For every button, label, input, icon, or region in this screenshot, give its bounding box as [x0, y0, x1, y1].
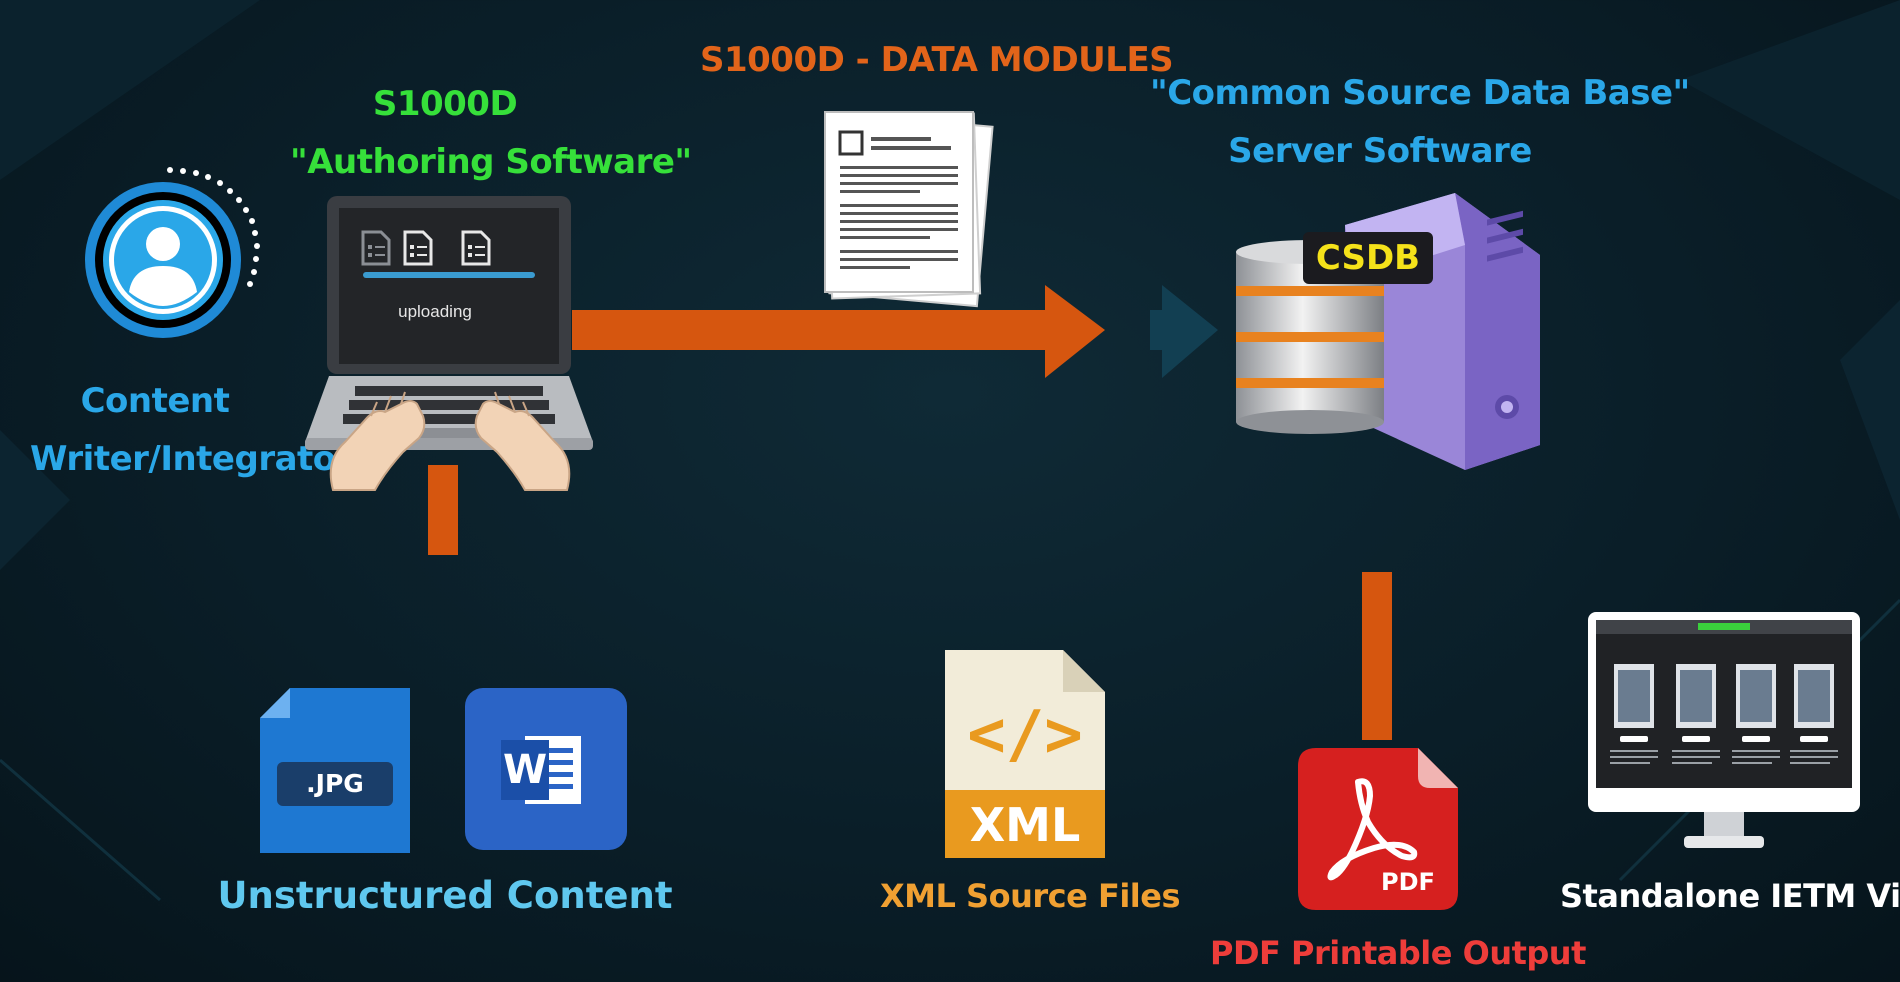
upload-arrow-shaft — [572, 310, 1052, 350]
csdb-label: "Common Source Data Base" Server Softwar… — [1150, 64, 1690, 180]
server-down-connector — [1362, 572, 1392, 740]
authoring-label-line1: S1000D — [372, 84, 518, 124]
server-arrow-shadow — [1150, 285, 1218, 378]
csdb-label-line1: "Common Source Data Base" — [1150, 73, 1690, 113]
authoring-label-line2: "Authoring Software" — [290, 142, 692, 182]
monitor-icon — [1588, 612, 1860, 848]
laptop-down-connector — [428, 465, 458, 555]
csdb-label-line2: Server Software — [1228, 131, 1532, 171]
viewer-label: Standalone IETM Viewer — [1560, 877, 1900, 915]
xml-files-label: XML Source Files — [880, 877, 1181, 915]
pdf-file-text: PDF — [1381, 868, 1435, 896]
writer-label: Content Writer/Integrator — [30, 372, 352, 488]
word-file-icon — [465, 688, 627, 850]
jpg-file-label: .JPG — [306, 769, 364, 798]
authoring-label: S1000D "Authoring Software" — [290, 75, 692, 191]
document-stack-icon — [824, 111, 994, 308]
xml-code-glyph: </> — [967, 698, 1083, 772]
laptop-icon — [305, 196, 593, 491]
data-modules-label: S1000D - DATA MODULES — [700, 40, 1174, 80]
writer-label-line1: Content — [80, 381, 230, 421]
jpg-file-icon — [260, 688, 410, 853]
upload-arrow-head — [1045, 285, 1105, 378]
xml-file-icon — [945, 650, 1105, 858]
pdf-file-icon — [1298, 748, 1458, 910]
unstructured-label: Unstructured Content — [217, 874, 673, 917]
csdb-badge: CSDB — [1303, 232, 1433, 284]
writer-label-line2: Writer/Integrator — [30, 439, 352, 479]
upload-status-text: uploading — [398, 302, 472, 321]
pdf-output-label: PDF Printable Output — [1210, 934, 1586, 972]
word-letter: W — [502, 747, 548, 793]
xml-file-text: XML — [969, 798, 1081, 852]
user-avatar-icon — [85, 167, 260, 338]
